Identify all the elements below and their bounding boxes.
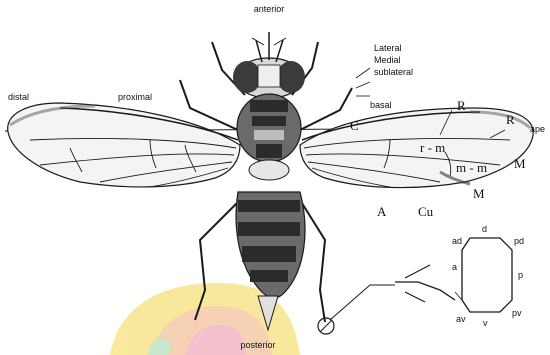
label-p: p [518, 270, 523, 280]
label-vein-Cu: Cu [418, 204, 434, 219]
label-anterior: anterior [254, 4, 285, 14]
label-posterior: posterior [240, 340, 275, 350]
right-wing [300, 108, 533, 188]
label-av: av [456, 314, 466, 324]
label-pd: pd [514, 236, 524, 246]
label-vein-M-lower: M [473, 186, 485, 201]
label-sublateral: sublateral [374, 67, 413, 77]
label-basal: basal [370, 100, 392, 110]
label-vein-R-tip: R [506, 112, 515, 127]
label-vein-A: A [377, 204, 387, 219]
label-apex: ape [530, 124, 545, 134]
label-ad: ad [452, 236, 462, 246]
label-d: d [482, 224, 487, 234]
label-proximal: proximal [118, 92, 152, 102]
label-vein-C: C [350, 118, 359, 133]
label-vein-M-right: M [514, 156, 526, 171]
label-vein-R-upper: R [457, 98, 466, 113]
label-medial: Medial [374, 55, 401, 65]
label-distal: distal [8, 92, 29, 102]
label-lateral: Lateral [374, 43, 402, 53]
fly-thorax [237, 94, 301, 180]
label-a: a [452, 262, 457, 272]
label-v: v [483, 318, 488, 328]
fly-head [233, 32, 305, 98]
label-cross-vein-m-m: m - m [456, 160, 487, 175]
label-cross-vein-r-m: r - m [420, 140, 445, 155]
label-pv: pv [512, 308, 522, 318]
